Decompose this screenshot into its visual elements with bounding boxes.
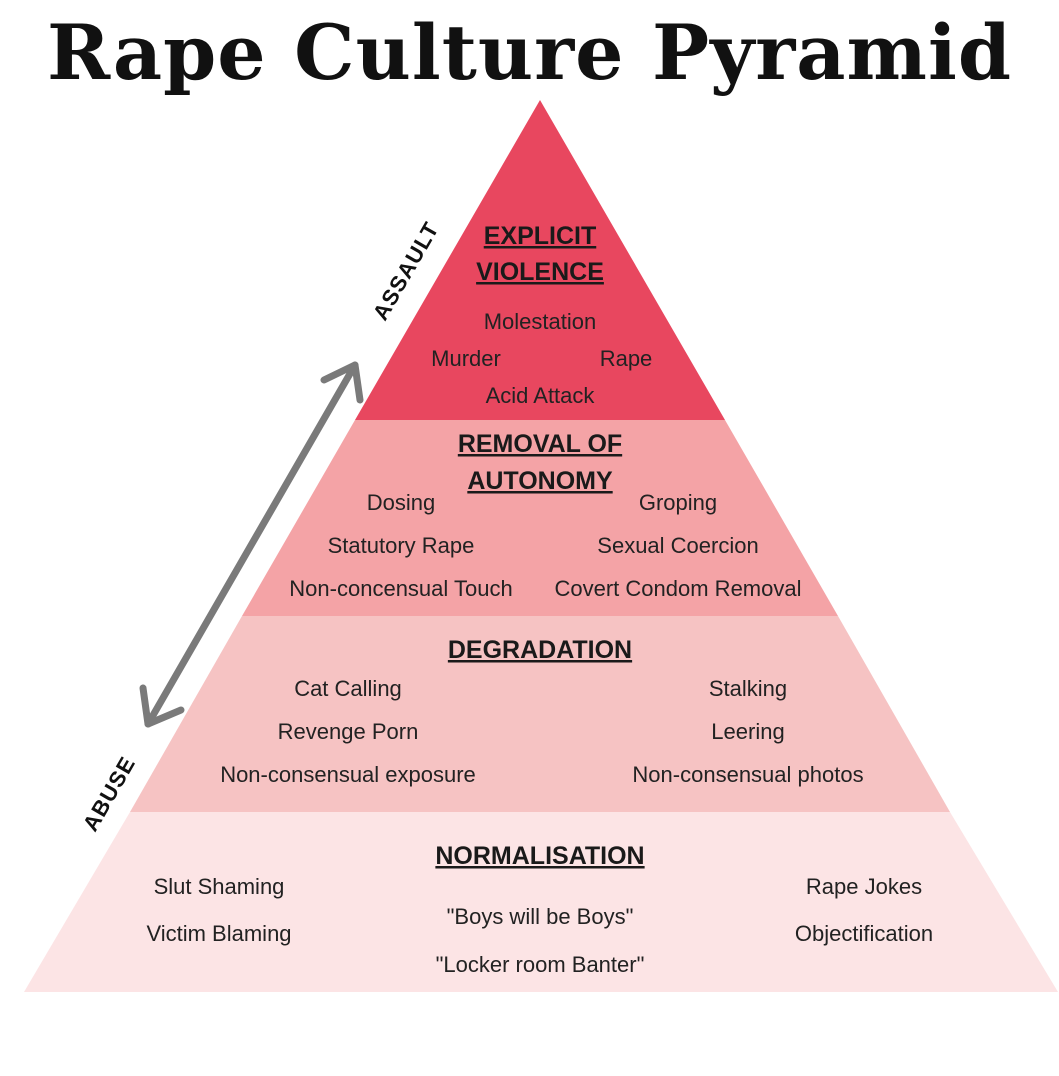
tier1-heading-line2: VIOLENCE [476, 258, 604, 286]
tier2-item: Non-concensual Touch [289, 576, 512, 601]
tier4-item: Victim Blaming [146, 921, 291, 946]
tier1-item: Molestation [484, 309, 597, 334]
tier-explicit-violence [355, 100, 725, 420]
tier4-item: Slut Shaming [154, 874, 285, 899]
tier3-item: Non-consensual exposure [220, 762, 476, 787]
tier2-item: Sexual Coercion [597, 533, 758, 558]
tier2-item: Dosing [367, 490, 435, 515]
tier1-item: Murder [431, 346, 501, 371]
tier4-heading: NORMALISATION [435, 842, 644, 870]
tier1-item: Rape [600, 346, 653, 371]
tier3-heading: DEGRADATION [448, 636, 632, 664]
tier2-item: Statutory Rape [328, 533, 475, 558]
tier2-heading-line2: AUTONOMY [467, 467, 613, 495]
tier-degradation [130, 616, 950, 812]
tier4-item: "Boys will be Boys" [447, 904, 634, 929]
tier3-item: Leering [711, 719, 784, 744]
tier2-item: Covert Condom Removal [555, 576, 802, 601]
tier4-item: "Locker room Banter" [436, 952, 645, 977]
double-arrow [139, 361, 364, 728]
tier-removal-of-autonomy [242, 420, 838, 616]
tier1-item: Acid Attack [486, 383, 596, 408]
tier3-item: Revenge Porn [278, 719, 419, 744]
page-title: Rape Culture Pyramid [47, 8, 1012, 97]
tier1-heading-line1: EXPLICIT [484, 222, 597, 250]
tier-normalisation [24, 812, 1058, 992]
tier3-item: Non-consensual photos [632, 762, 863, 787]
tier4-item: Objectification [795, 921, 933, 946]
tier2-heading-line1: REMOVAL OF [458, 430, 622, 458]
tier2-item: Groping [639, 490, 717, 515]
tier3-item: Stalking [709, 676, 787, 701]
tier3-item: Cat Calling [294, 676, 402, 701]
tier4-item: Rape Jokes [806, 874, 922, 899]
